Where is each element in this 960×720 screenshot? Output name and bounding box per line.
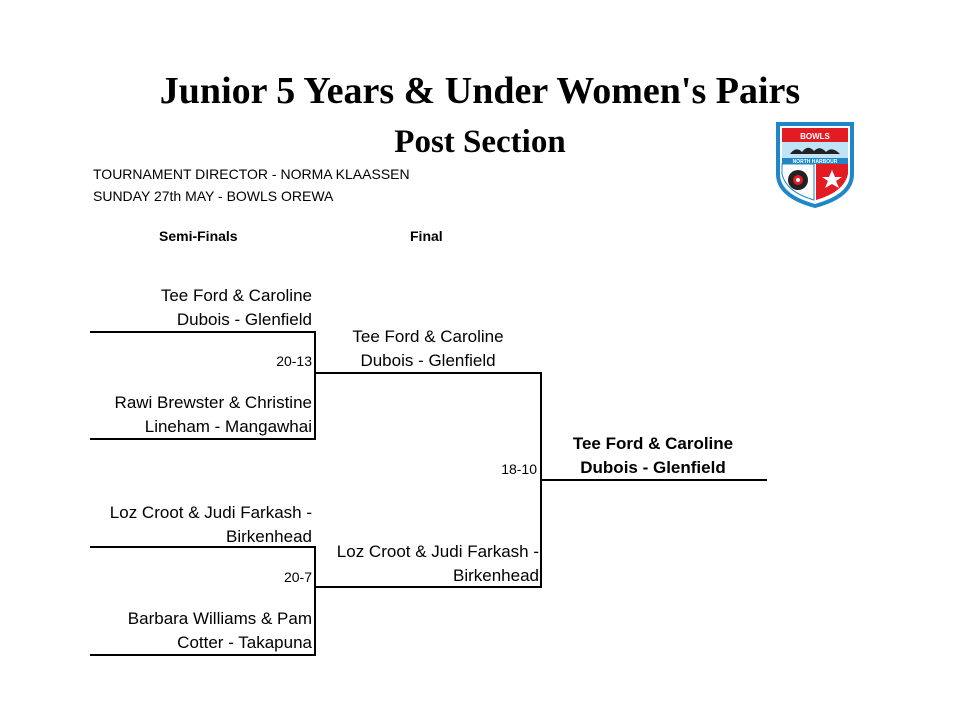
bracket-line (90, 546, 316, 548)
semi1-team-a: Tee Ford & Caroline Dubois - Glenfield (161, 284, 312, 332)
team-line1: Tee Ford & Caroline (352, 327, 504, 346)
logo-band-text: NORTH HARBOUR (793, 159, 838, 165)
team-line2: Dubois - Glenfield (176, 310, 312, 329)
bracket-connector (314, 546, 316, 656)
team-line2: Dubois - Glenfield (580, 458, 726, 477)
team-line2: Cotter - Takapuna (177, 633, 312, 652)
semi1-team-b: Rawi Brewster & Christine Lineham - Mang… (115, 391, 312, 439)
team-line2: Lineham - Mangawhai (144, 417, 312, 436)
tournament-director: TOURNAMENT DIRECTOR - NORMA KLAASSEN (93, 166, 410, 182)
team-line2: Dubois - Glenfield (360, 351, 496, 370)
bracket-line (90, 438, 316, 440)
team-line2: Birkenhead (452, 566, 539, 585)
semi2-team-a: Loz Croot & Judi Farkash - Birkenhead (110, 501, 312, 549)
page-title: Junior 5 Years & Under Women's Pairs (159, 70, 801, 112)
bowls-north-harbour-logo: BOWLS NORTH HARBOUR (774, 120, 856, 209)
bracket-connector (314, 331, 316, 440)
champion-team: Tee Ford & Caroline Dubois - Glenfield (540, 432, 766, 480)
semi2-team-b: Barbara Williams & Pam Cotter - Takapuna (128, 607, 312, 655)
semi2-score: 20-7 (283, 569, 312, 585)
bracket-line (316, 372, 542, 374)
team-line1: Loz Croot & Judi Farkash - (109, 503, 312, 522)
bracket-line (540, 479, 767, 481)
final-team-a: Tee Ford & Caroline Dubois - Glenfield (316, 325, 540, 373)
semi1-score: 20-13 (276, 353, 312, 369)
round-heading-final: Final (410, 228, 443, 244)
team-line1: Loz Croot & Judi Farkash - (336, 542, 539, 561)
team-line2: Birkenhead (225, 527, 312, 546)
team-line1: Tee Ford & Caroline (572, 434, 734, 453)
bracket-line (316, 586, 542, 588)
date-venue: SUNDAY 27th MAY - BOWLS OREWA (93, 188, 334, 204)
team-line1: Barbara Williams & Pam (127, 609, 312, 628)
final-team-b: Loz Croot & Judi Farkash - Birkenhead (337, 540, 539, 588)
bracket-line (90, 654, 316, 656)
round-heading-semi-finals: Semi-Finals (159, 228, 238, 244)
final-score: 18-10 (501, 461, 537, 477)
team-line1: Tee Ford & Caroline (160, 286, 312, 305)
logo-top-text: BOWLS (800, 132, 830, 141)
page-subtitle: Post Section (394, 124, 566, 160)
bracket-line (90, 331, 316, 333)
crest-icon: BOWLS NORTH HARBOUR (776, 122, 854, 209)
team-line1: Rawi Brewster & Christine (114, 393, 312, 412)
